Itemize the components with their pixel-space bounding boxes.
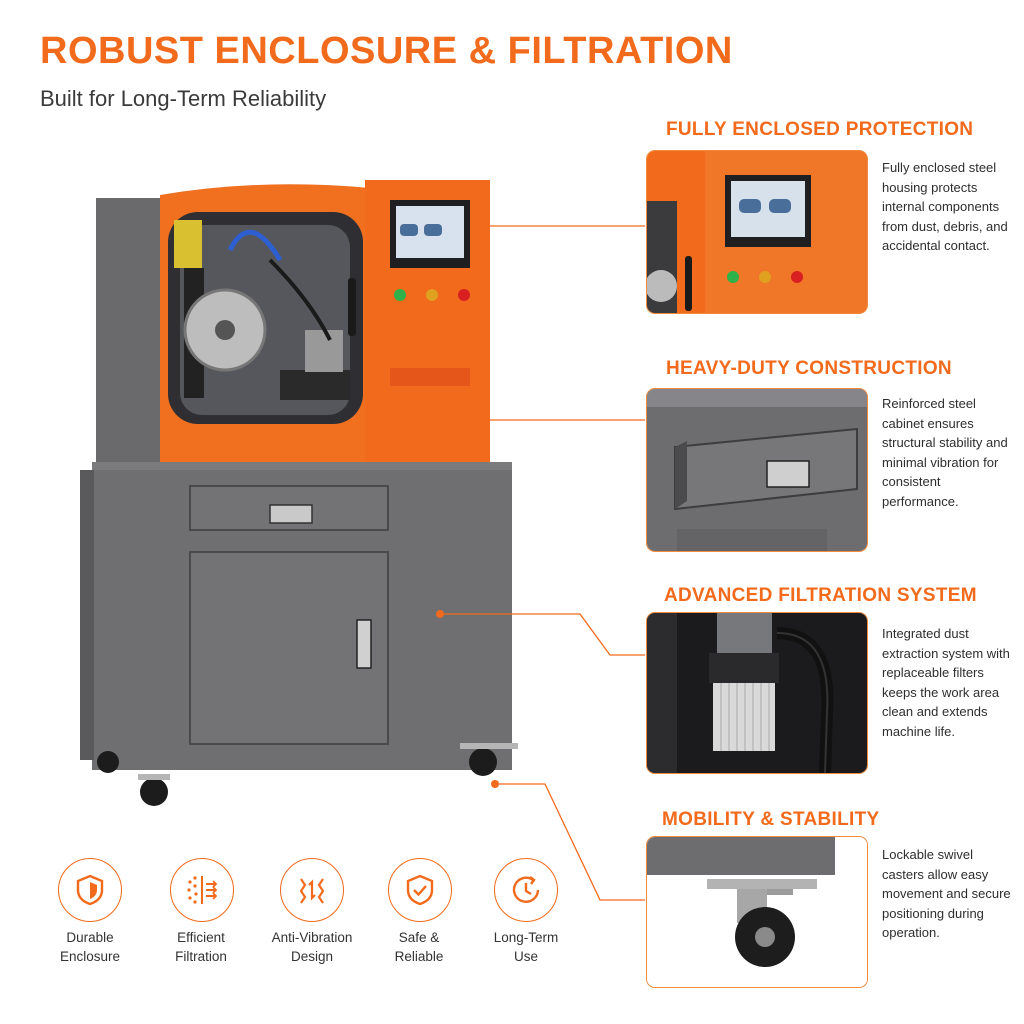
badge-label-safe: Safe &Reliable <box>394 930 444 964</box>
page-title: ROBUST ENCLOSURE & FILTRATION <box>40 30 733 72</box>
feature-text-mobility: Lockable swivel casters allow easy movem… <box>882 847 1011 940</box>
clock-icon <box>494 858 558 922</box>
shield-check-icon <box>388 858 452 922</box>
badge-filtration <box>170 858 234 922</box>
badge-safe <box>388 858 452 922</box>
feature-image-enclosed <box>646 150 868 314</box>
feature-image-filtration <box>646 612 868 774</box>
feature-title-mobility: MOBILITY & STABILITY <box>662 809 880 830</box>
page-subtitle: Built for Long-Term Reliability <box>40 86 327 111</box>
feature-title-enclosed: FULLY ENCLOSED PROTECTION <box>666 119 974 140</box>
vibration-icon <box>280 858 344 922</box>
feature-text-filtration: Integrated dust extraction system with r… <box>882 626 1010 739</box>
badge-vibration <box>280 858 344 922</box>
feature-title-filtration: ADVANCED FILTRATION SYSTEM <box>664 585 977 606</box>
machine-illustration <box>80 170 540 820</box>
feature-text-construction: Reinforced steel cabinet ensures structu… <box>882 396 1008 509</box>
shield-icon <box>58 858 122 922</box>
feature-image-mobility <box>646 836 868 988</box>
filter-icon <box>170 858 234 922</box>
feature-title-construction: HEAVY-DUTY CONSTRUCTION <box>666 358 952 379</box>
feature-image-construction <box>646 388 868 552</box>
feature-text-enclosed: Fully enclosed steel housing protects in… <box>882 160 1008 253</box>
badge-durable <box>58 858 122 922</box>
badge-longterm <box>494 858 558 922</box>
